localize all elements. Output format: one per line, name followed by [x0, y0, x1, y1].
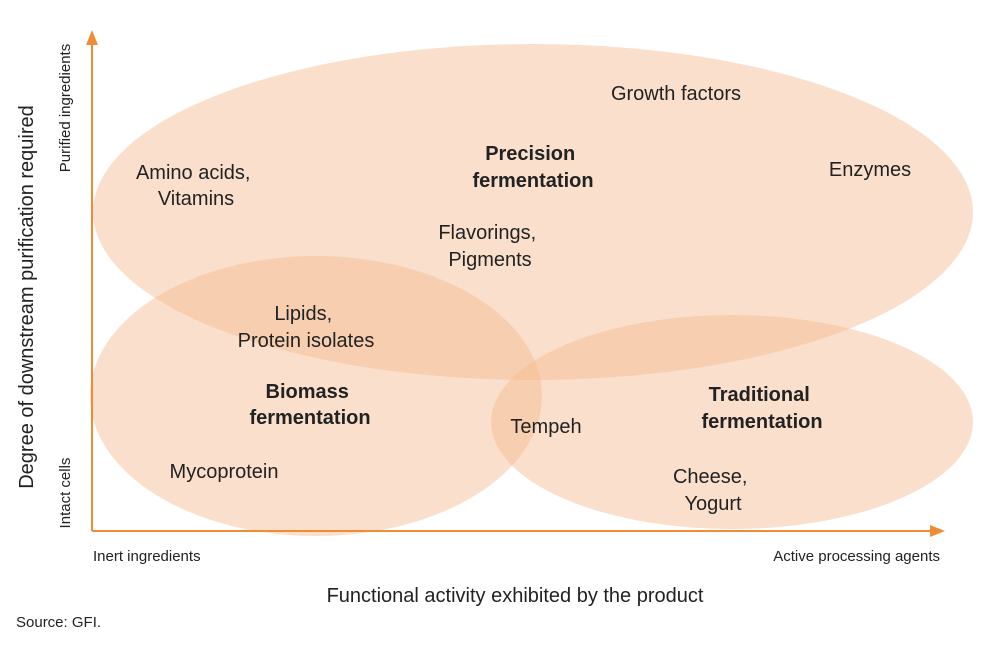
lipids-line-2: Protein isolates	[238, 330, 375, 352]
source-note: Source: GFI.	[16, 614, 101, 631]
biomass-label-line-1: Biomass	[266, 381, 349, 403]
growth-factors-line-1: Growth factors	[611, 83, 741, 105]
lipids-protein-isolates-label: Lipids, Protein isolates	[238, 303, 375, 352]
cheese-line-2: Yogurt	[684, 493, 742, 515]
biomass-fermentation-label: Biomass fermentation	[249, 381, 370, 429]
precision-fermentation-label: Precision fermentation	[472, 143, 593, 192]
amino-acids-line-2: Vitamins	[158, 188, 234, 210]
biomass-fermentation-ellipse	[90, 256, 542, 536]
enzymes-label: Enzymes	[829, 159, 911, 181]
flavorings-line-2: Pigments	[448, 249, 531, 271]
x-axis-title: Functional activity exhibited by the pro…	[327, 585, 704, 607]
y-axis-arrow	[86, 30, 98, 45]
cheese-line-1: Cheese,	[673, 466, 748, 488]
y-axis-high-label: Purified ingredients	[57, 44, 74, 172]
amino-acids-line-1: Amino acids,	[136, 162, 251, 184]
traditional-fermentation-ellipse	[491, 315, 973, 529]
flavorings-pigments-label: Flavorings, Pigments	[438, 222, 541, 271]
enzymes-line-1: Enzymes	[829, 159, 911, 181]
tempeh-label: Tempeh	[510, 416, 581, 438]
precision-fermentation-ellipse	[93, 44, 973, 380]
lipids-line-1: Lipids,	[274, 303, 332, 325]
x-axis-low-label: Inert ingredients	[93, 548, 201, 565]
traditional-label-line-1: Traditional	[709, 384, 810, 406]
growth-factors-label: Growth factors	[611, 83, 741, 105]
traditional-label-line-2: fermentation	[701, 411, 822, 433]
y-axis-title: Degree of downstream purification requir…	[16, 105, 38, 489]
biomass-label-line-2: fermentation	[249, 407, 370, 429]
x-axis-arrow	[930, 525, 945, 537]
y-axis-low-label: Intact cells	[57, 458, 74, 529]
amino-acids-vitamins-label: Amino acids, Vitamins	[136, 162, 256, 210]
cheese-yogurt-label: Cheese, Yogurt	[673, 466, 753, 515]
mycoprotein-label: Mycoprotein	[170, 461, 279, 483]
tempeh-line-1: Tempeh	[510, 416, 581, 438]
traditional-fermentation-label: Traditional fermentation	[701, 384, 822, 433]
mycoprotein-line-1: Mycoprotein	[170, 461, 279, 483]
precision-label-line-2: fermentation	[472, 170, 593, 192]
precision-label-line-1: Precision	[485, 143, 575, 165]
x-axis-high-label: Active processing agents	[773, 548, 940, 565]
flavorings-line-1: Flavorings,	[438, 222, 536, 244]
